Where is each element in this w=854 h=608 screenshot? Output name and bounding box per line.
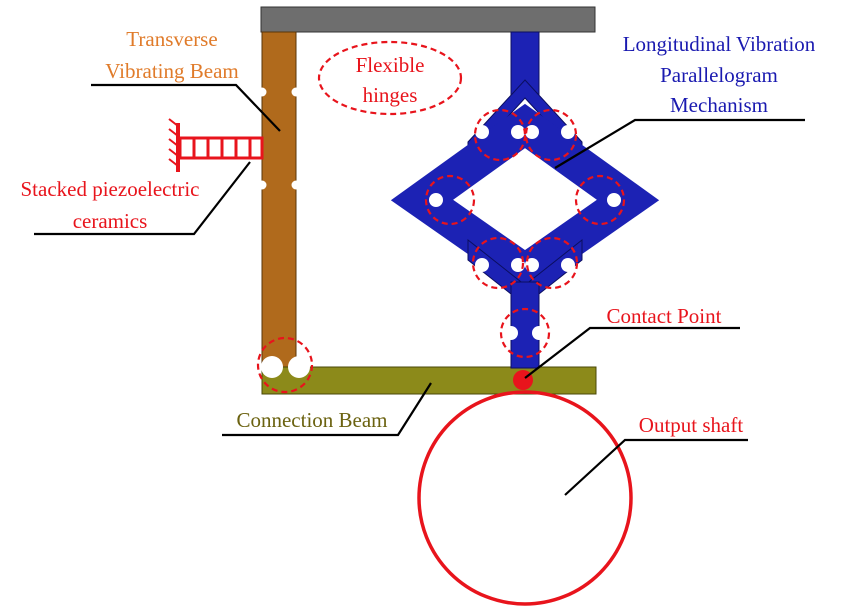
label-contact-point: Contact Point [607,304,722,328]
leader-transverse-beam [91,83,281,132]
label-transverse-beam-line1: Transverse [126,27,217,51]
piezo-stack [168,118,264,172]
leader-longitudinal [554,118,805,169]
leader-output-shaft [564,438,748,496]
leader-connection-beam [222,382,432,437]
transverse-vibrating-beam [257,31,301,373]
label-piezo-line1: Stacked piezoelectric [21,177,200,201]
output-shaft [417,390,633,606]
label-flexible-hinges-line1: Flexible [356,53,425,77]
label-output-shaft: Output shaft [639,413,744,437]
label-flexible-hinges-line2: hinges [363,83,418,107]
label-connection-beam: Connection Beam [236,408,387,432]
leader-piezo [34,161,251,236]
connection-beam [261,366,597,395]
leader-contact-point [524,326,740,379]
label-longitudinal-line3: Mechanism [670,93,768,117]
fixed-top-frame [260,6,596,33]
label-longitudinal-line2: Parallelogram [660,63,778,87]
label-piezo-line2: ceramics [73,209,148,233]
longitudinal-parallelogram-mechanism [390,31,660,369]
label-longitudinal-line1: Longitudinal Vibration [623,32,816,56]
hinge-markers [256,40,626,394]
label-transverse-beam-line2: Vibrating Beam [105,59,238,83]
beam-joint-hinge [261,356,310,378]
